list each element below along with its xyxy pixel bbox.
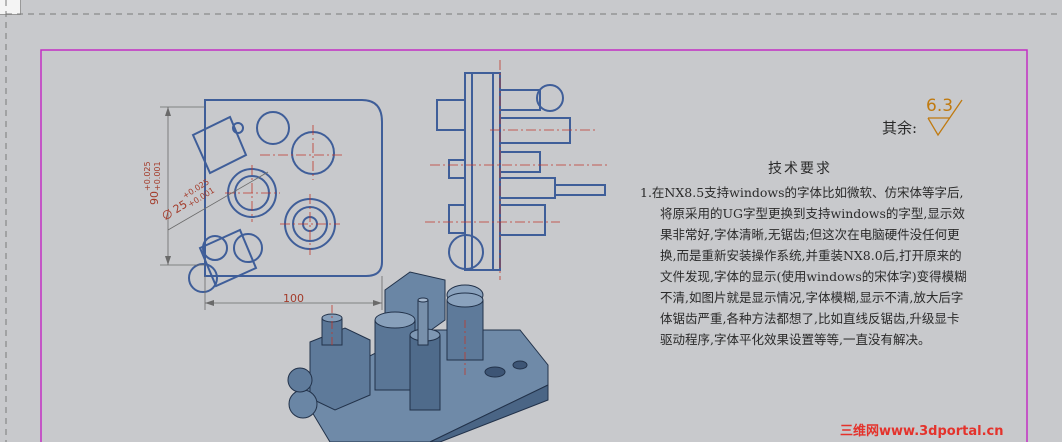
remaining-label: 其余: (882, 119, 918, 137)
arrow-left (205, 300, 214, 306)
arrow-bottom (165, 256, 171, 265)
iso-cylinder-front-body (409, 335, 441, 411)
dim-text-diameter: 25 (171, 198, 190, 216)
dim-vertical-upper: +0.025 (143, 161, 152, 191)
side-boss-4 (499, 177, 556, 199)
watermark: 三维网www.3dportal.cn (840, 424, 1004, 439)
side-body-inner (471, 72, 494, 271)
tech-requirements-title: 技术要求 (768, 161, 832, 177)
side-left-block (436, 99, 466, 131)
iso-cylinder-center-body (374, 320, 416, 391)
iso-pin-top (417, 297, 429, 303)
hole-lower (233, 233, 263, 263)
sphere-lower (188, 263, 218, 293)
iso-sphere-left-2 (287, 367, 313, 393)
side-boss-top (499, 89, 541, 111)
roughness-symbol (927, 99, 963, 137)
top-view-dimensions (160, 106, 383, 310)
dim-vertical-group: 90 +0.025 +0.001 (143, 161, 162, 205)
iso-cylinder-right-top (446, 292, 484, 308)
side-view (436, 72, 606, 271)
roughness-value: 6.3 (926, 96, 954, 116)
side-boss-5 (499, 204, 546, 236)
diameter-slash (165, 208, 169, 221)
small-hole (232, 122, 244, 134)
dim-arrows (165, 107, 382, 306)
iso-hole-2 (512, 360, 528, 370)
top-view-outline (204, 99, 383, 277)
side-boss-3 (499, 151, 541, 173)
hole-top (256, 111, 290, 145)
iso-cylinder-right-body (446, 300, 484, 361)
isometric-model (287, 271, 549, 442)
side-view-centerlines (425, 60, 610, 280)
top-view-centerlines (225, 125, 345, 255)
iso-base-side (330, 384, 549, 442)
side-pin (554, 184, 606, 196)
tilted-block-upper (191, 115, 248, 175)
iso-centerlines (331, 305, 466, 375)
drawing-border (40, 49, 1028, 442)
side-left-small (448, 159, 466, 179)
iso-hole-1 (484, 366, 506, 378)
top-view (188, 99, 383, 293)
arrow-top (165, 107, 171, 116)
dim-text-vertical: 90 (148, 191, 161, 205)
iso-cylinder-center-top (374, 311, 416, 329)
tech-requirement-item-1: 1.在NX8.5支持windows的字体比如微软、仿宋体等字后,将原采用的UG字… (640, 185, 967, 347)
tech-requirements-body: 1.在NX8.5支持windows的字体比如微软、仿宋体等字后,将原采用的UG字… (640, 182, 970, 350)
side-sphere (536, 84, 564, 112)
sphere-upper (202, 235, 228, 261)
side-left-lower (448, 204, 466, 234)
dim-diameter-group: 25 +0.025 +0.001 (162, 177, 216, 221)
arrow-right (373, 300, 382, 306)
iso-pin (417, 300, 429, 346)
iso-sphere-left (288, 389, 318, 419)
dim-text-100: 100 (283, 292, 304, 305)
side-boss-2 (499, 117, 571, 144)
diameter-symbol (162, 210, 172, 219)
side-body (464, 72, 501, 271)
side-sphere-lower (448, 234, 484, 270)
dim-vertical-lower: +0.001 (153, 161, 162, 191)
dim-line-diameter (167, 171, 269, 231)
tilted-block-lower (198, 228, 258, 288)
